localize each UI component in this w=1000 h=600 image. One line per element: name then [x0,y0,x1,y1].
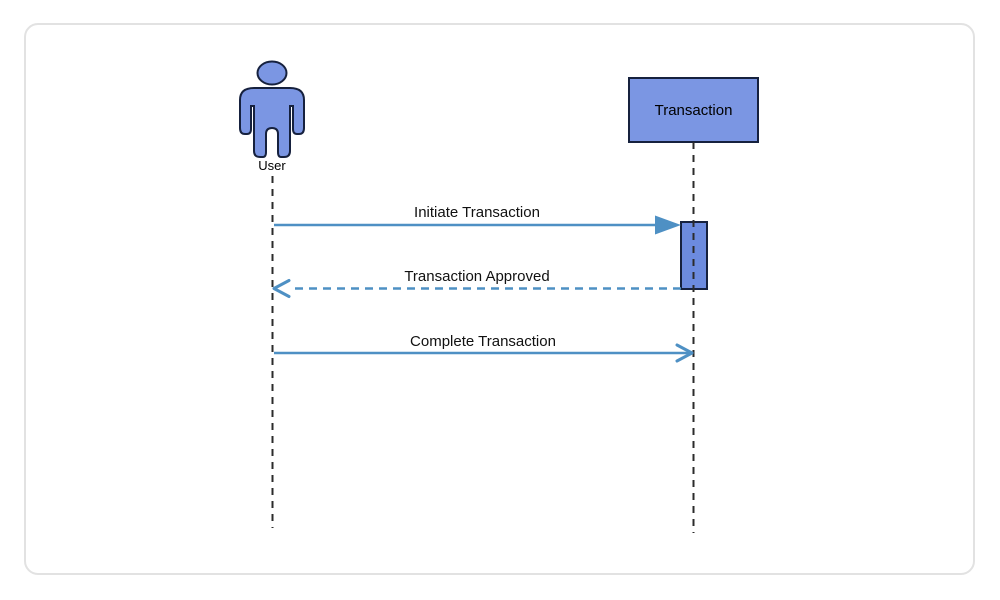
object-box [628,77,759,143]
user-actor-icon: User [239,60,305,173]
message-3-arrowhead [675,343,694,363]
message-transaction-approved: Transaction Approved [272,268,681,298]
message-2-label: Transaction Approved [404,268,549,285]
message-1-label: Initiate Transaction [414,204,540,221]
message-complete-transaction: Complete Transaction [274,333,694,363]
message-initiate-transaction: Initiate Transaction [274,204,681,235]
actor-body [239,87,305,158]
message-2-arrowhead [272,279,291,298]
object-transaction: Transaction [628,77,759,143]
actor-user-label: User [258,158,286,173]
message-3-label: Complete Transaction [410,333,556,350]
object-transaction-label: Transaction [655,102,733,119]
message-1-arrowhead [655,215,681,235]
diagram-card [24,23,975,575]
actor-head [256,60,288,86]
